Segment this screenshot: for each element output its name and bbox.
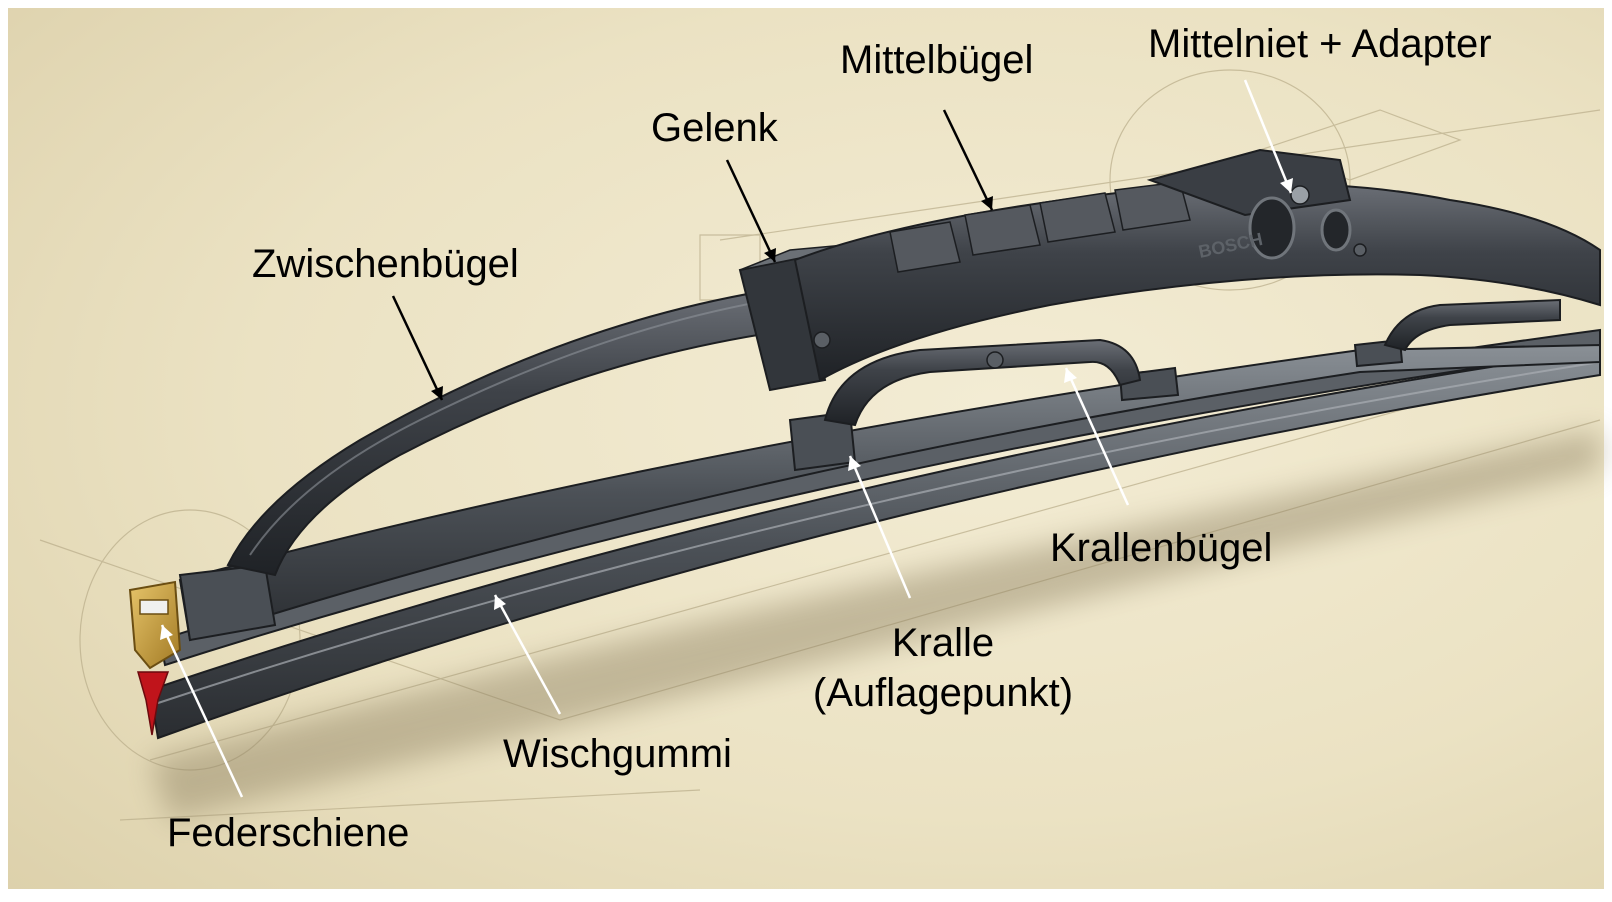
label-krallenbuegel: Krallenbügel — [1050, 528, 1272, 568]
label-kralle-line1: Kralle — [798, 618, 1088, 668]
label-wischgummi: Wischgummi — [503, 734, 732, 774]
label-mittelbuegel: Mittelbügel — [840, 40, 1033, 80]
label-kralle-line2: (Auflagepunkt) — [798, 668, 1088, 718]
label-gelenk: Gelenk — [651, 108, 778, 148]
label-zwischenbuegel: Zwischenbügel — [252, 244, 519, 284]
label-federschiene: Federschiene — [167, 813, 409, 853]
label-mittelniet-adapter: Mittelniet + Adapter — [1148, 24, 1492, 64]
label-kralle: Kralle (Auflagepunkt) — [798, 618, 1088, 718]
